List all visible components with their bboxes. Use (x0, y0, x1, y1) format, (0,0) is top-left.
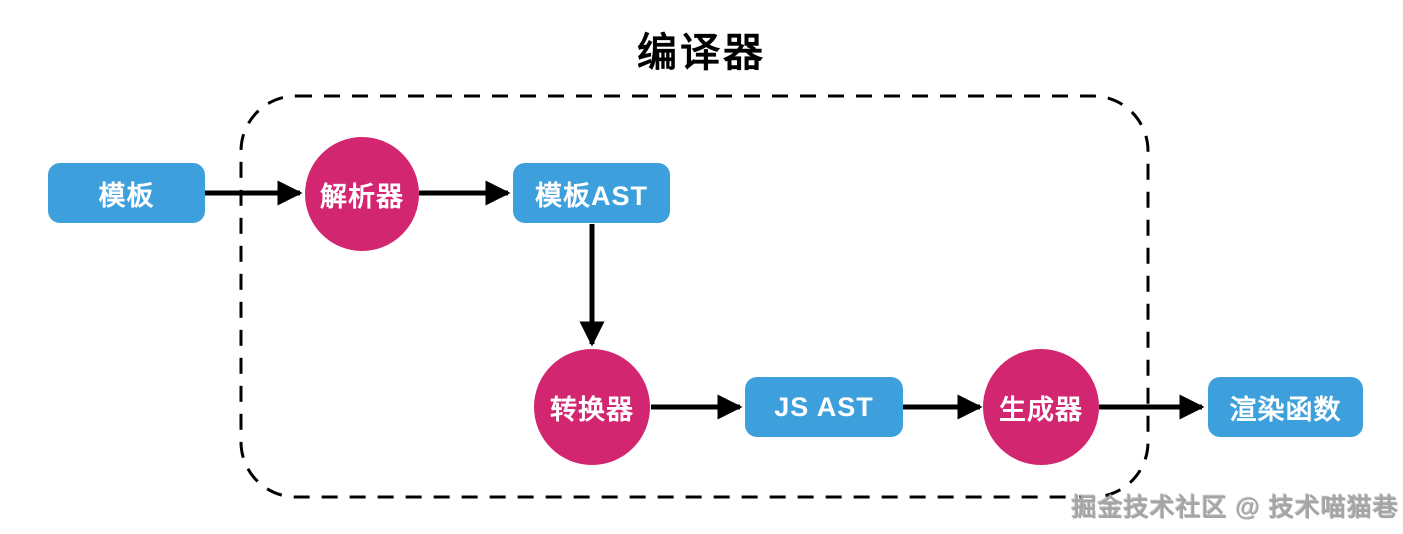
node-template-ast: 模板AST (513, 163, 670, 223)
node-js-ast: JS AST (745, 377, 903, 437)
node-parser: 解析器 (305, 137, 419, 251)
node-generator: 生成器 (983, 349, 1099, 465)
node-template: 模板 (48, 163, 205, 223)
node-render-function: 渲染函数 (1208, 377, 1363, 437)
node-transformer: 转换器 (534, 349, 650, 465)
watermark: 掘金技术社区 @ 技术喵猫巷 (1071, 494, 1399, 522)
diagram-title: 编译器 (637, 31, 766, 75)
compiler-boundary-dashed-box (239, 94, 1150, 499)
